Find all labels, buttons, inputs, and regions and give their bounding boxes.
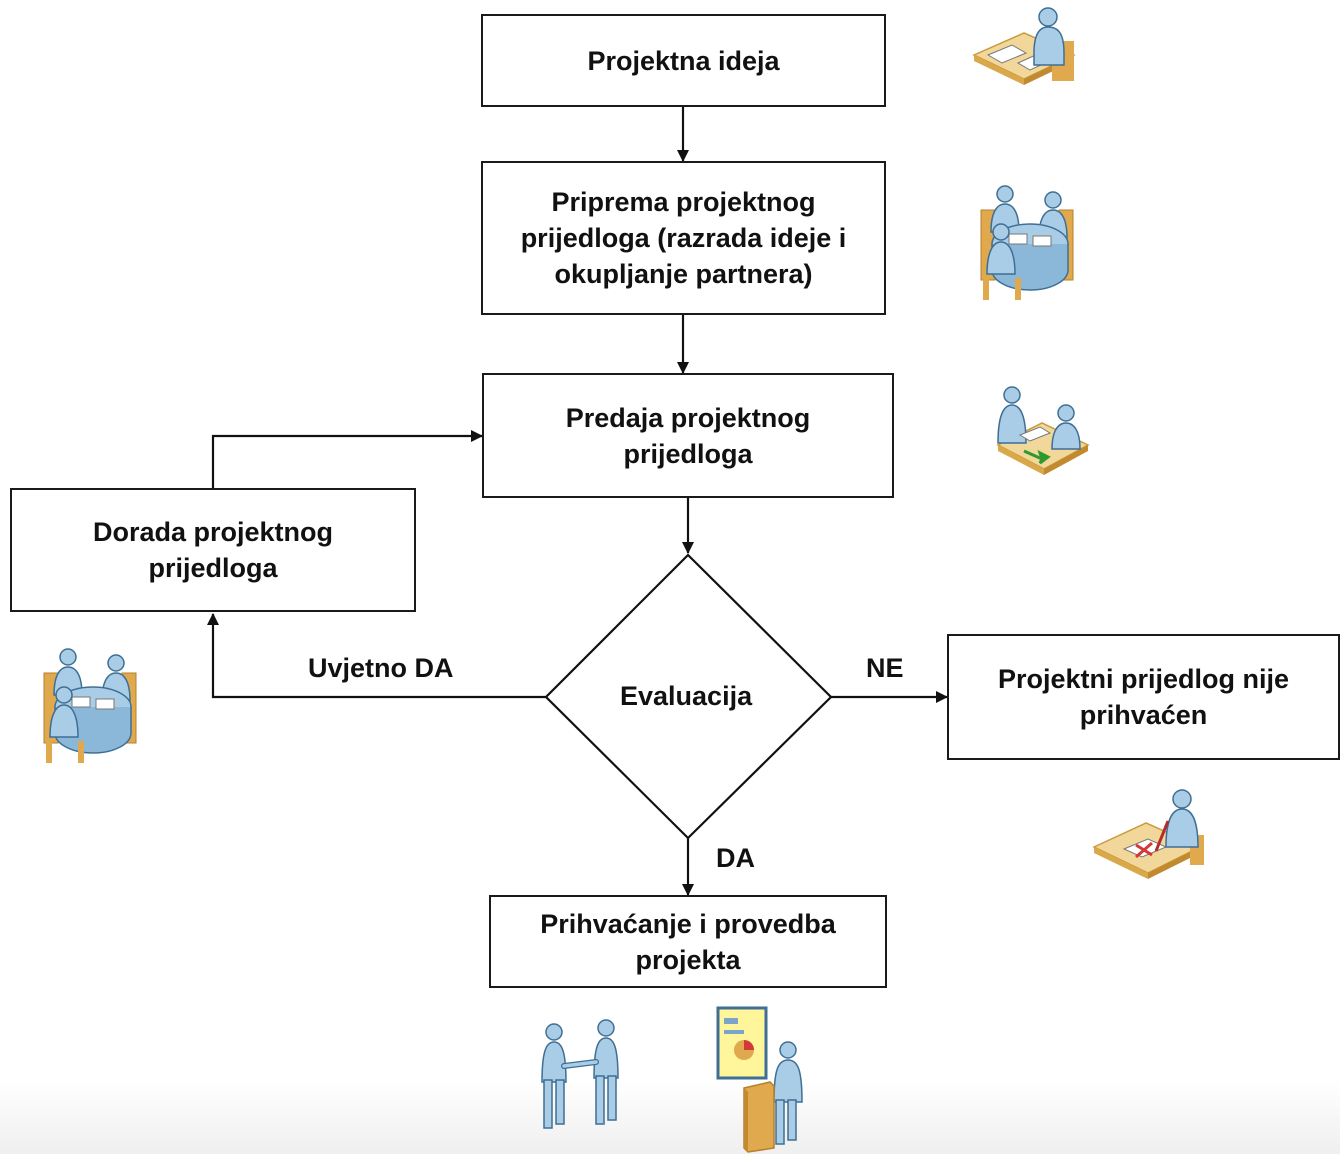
edge-label-da: DA bbox=[716, 843, 755, 873]
node-prihvacanje: Prihvaćanje i provedba projekta bbox=[489, 895, 887, 988]
bottom-gradient bbox=[0, 1080, 1340, 1154]
node-projektna-ideja: Projektna ideja bbox=[481, 14, 886, 107]
handshake-icon bbox=[541, 1019, 619, 1129]
presentation-icon bbox=[716, 1006, 803, 1153]
node-priprema: Priprema projektnog prijedloga (razrada … bbox=[481, 161, 886, 315]
node-label: Predaja projektnog prijedloga bbox=[565, 402, 811, 469]
node-nije-prihvacen: Projektni prijedlog nije prihvaćen bbox=[947, 634, 1340, 760]
node-predaja: Predaja projektnog prijedloga bbox=[482, 373, 894, 498]
node-label: Prihvaćanje i provedba projekta bbox=[540, 908, 836, 975]
node-dorada: Dorada projektnog prijedloga bbox=[10, 488, 416, 612]
meeting-table-icon bbox=[980, 185, 1074, 300]
person-at-desk-icon bbox=[972, 7, 1076, 85]
evaluation-label: Evaluacija bbox=[620, 681, 753, 711]
arrow-evaluation-to-rework bbox=[207, 613, 546, 699]
node-label: Projektna ideja bbox=[587, 45, 780, 76]
edge-label-ne: NE bbox=[866, 653, 904, 683]
node-label: Projektni prijedlog nije prihvaćen bbox=[997, 664, 1290, 730]
node-label: Priprema projektnog prijedloga (razrada … bbox=[520, 187, 847, 289]
arrow-rework-to-submit bbox=[211, 430, 483, 488]
evaluation-diamond bbox=[544, 553, 833, 840]
meeting-table-icon bbox=[43, 648, 137, 763]
document-handover-icon bbox=[996, 386, 1090, 475]
rejected-document-icon bbox=[1092, 789, 1204, 879]
node-label: Dorada projektnog prijedloga bbox=[92, 517, 334, 583]
edge-label-uvjetno-da: Uvjetno DA bbox=[308, 653, 454, 683]
